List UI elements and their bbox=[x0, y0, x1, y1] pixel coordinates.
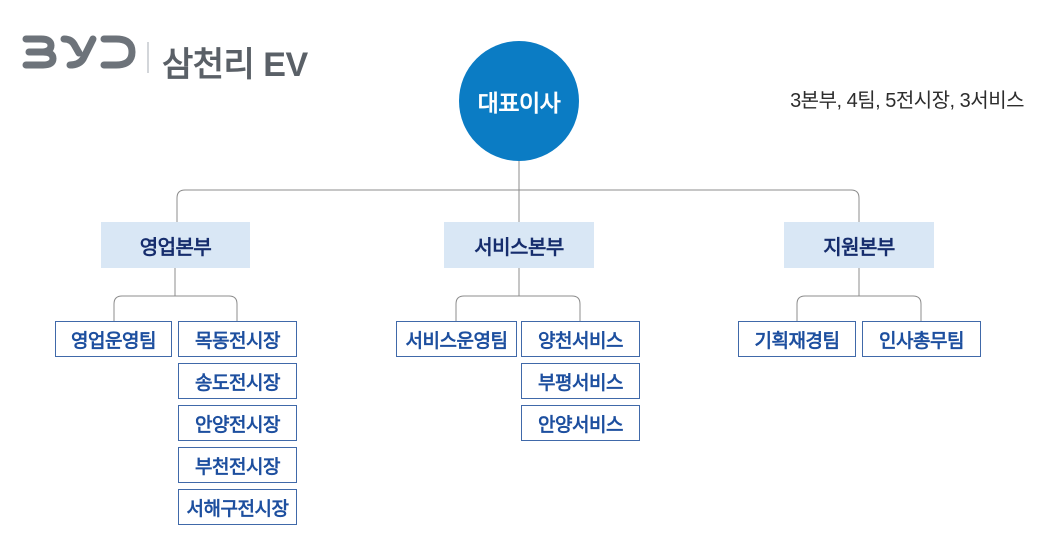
leaf-bucheon-showroom: 부천전시장 bbox=[178, 447, 297, 483]
brand-title: 삼천리 EV bbox=[162, 46, 308, 84]
leaf-anyang-showroom: 안양전시장 bbox=[178, 405, 297, 441]
root-node-ceo: 대표이사 bbox=[459, 41, 579, 161]
leaf-hr-general-affairs-team: 인사총무팀 bbox=[862, 321, 981, 357]
division-support: 지원본부 bbox=[784, 222, 934, 268]
division-service: 서비스본부 bbox=[444, 222, 594, 268]
leaf-anyang-service: 안양서비스 bbox=[521, 405, 640, 441]
byd-logo-icon bbox=[22, 35, 136, 69]
leaf-seohaegu-showroom: 서해구전시장 bbox=[178, 489, 297, 525]
leaf-yangcheon-service: 양천서비스 bbox=[521, 321, 640, 357]
logo-divider bbox=[147, 42, 149, 73]
leaf-service-operations-team: 서비스운영팀 bbox=[396, 321, 517, 357]
org-summary-text: 3본부, 4팀, 5전시장, 3서비스 bbox=[790, 90, 1024, 112]
leaf-bupyeong-service: 부평서비스 bbox=[521, 363, 640, 399]
leaf-mokdong-showroom: 목동전시장 bbox=[178, 321, 297, 357]
leaf-planning-finance-team: 기획재경팀 bbox=[738, 321, 856, 357]
leaf-sales-operations-team: 영업운영팀 bbox=[55, 321, 172, 357]
leaf-songdo-showroom: 송도전시장 bbox=[178, 363, 297, 399]
division-sales: 영업본부 bbox=[101, 222, 250, 268]
